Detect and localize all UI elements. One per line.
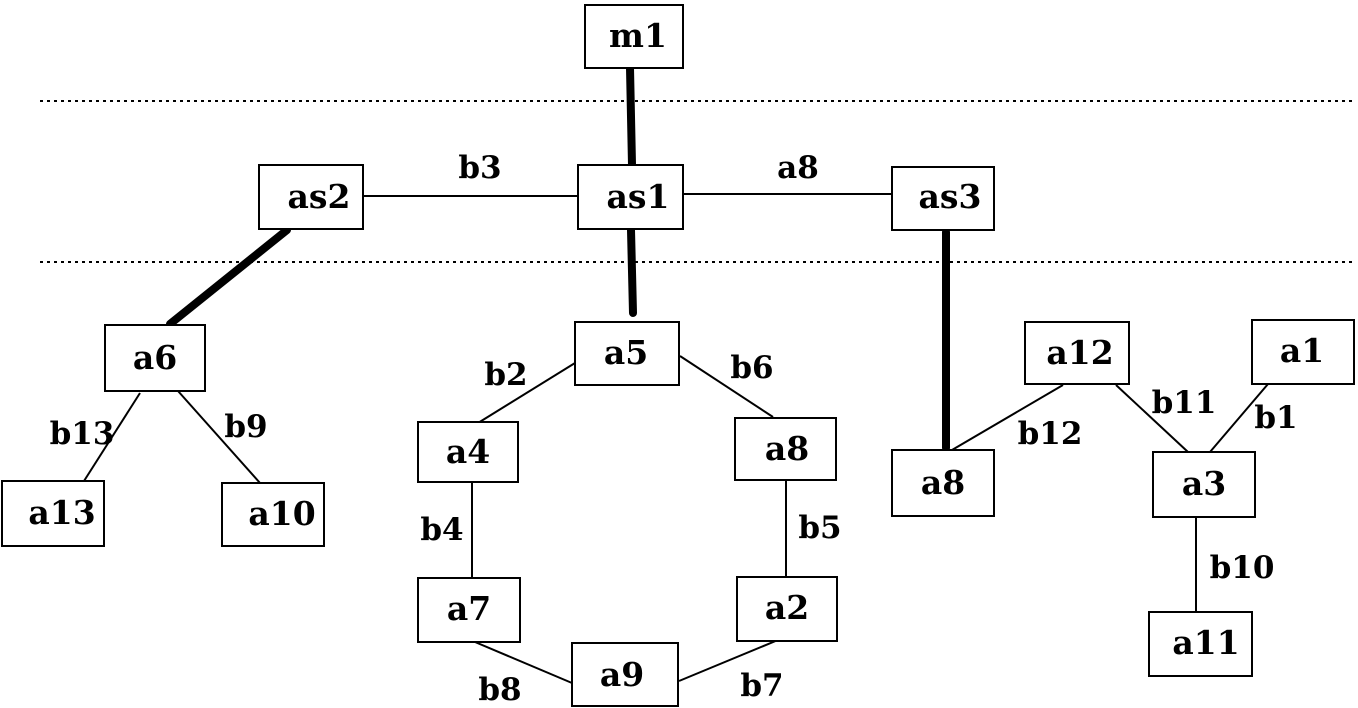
edge-label-b11: b11 — [1152, 385, 1217, 421]
node-a4[interactable]: a4 — [417, 421, 519, 483]
node-as3-label: as3 — [919, 177, 982, 216]
edge-m1-as1 — [626, 64, 636, 169]
node-a11-label: a11 — [1172, 623, 1239, 662]
edge-label-b9: b9 — [224, 409, 267, 445]
edge-label-b8: b8 — [478, 672, 521, 708]
node-a4-label: a4 — [446, 432, 490, 471]
edge-label-b10: b10 — [1210, 550, 1275, 586]
edge-a6-a10 — [177, 390, 261, 484]
edge-a5-a4 — [477, 362, 576, 424]
node-a13-label: a13 — [28, 493, 95, 532]
node-a6-label: a6 — [133, 338, 177, 377]
node-as1-label: as1 — [607, 177, 670, 216]
node-a5-label: a5 — [604, 333, 648, 372]
edge-label-b13: b13 — [50, 416, 115, 452]
node-a2-label: a2 — [765, 588, 809, 627]
node-a1-label: a1 — [1280, 331, 1324, 370]
edge-as1-a5 — [627, 226, 637, 317]
edge-a1-a3 — [1209, 383, 1269, 453]
edge-label-b2: b2 — [484, 357, 527, 393]
node-a8-branch-label: a8 — [921, 463, 965, 502]
node-a9[interactable]: a9 — [571, 642, 679, 707]
edge-label-a8: a8 — [777, 150, 819, 186]
edge-a12-a3 — [1115, 384, 1189, 453]
node-a7[interactable]: a7 — [417, 577, 521, 643]
node-a3-label: a3 — [1182, 464, 1226, 503]
node-a5[interactable]: a5 — [574, 321, 680, 386]
edge-label-b12: b12 — [1018, 416, 1083, 452]
node-m1-label: m1 — [609, 16, 667, 55]
node-a3[interactable]: a3 — [1152, 451, 1256, 518]
edge-label-b3: b3 — [458, 150, 501, 186]
node-a8-ring[interactable]: a8 — [734, 417, 837, 481]
edge-label-b5: b5 — [798, 510, 841, 546]
node-a10[interactable]: a10 — [221, 482, 325, 547]
node-as1[interactable]: as1 — [577, 164, 684, 230]
node-a6[interactable]: a6 — [104, 324, 206, 392]
edge-a8-a12 — [951, 384, 1064, 451]
node-a13[interactable]: a13 — [1, 480, 105, 547]
node-m1[interactable]: m1 — [584, 4, 684, 69]
edge-label-b6: b6 — [730, 350, 773, 386]
edge-a9-a2 — [678, 639, 779, 682]
node-a2[interactable]: a2 — [736, 576, 838, 642]
node-a11[interactable]: a11 — [1148, 611, 1253, 677]
edge-label-b7: b7 — [740, 668, 783, 704]
edge-a6-a13 — [83, 392, 141, 482]
node-a7-label: a7 — [447, 589, 491, 628]
edge-label-b1: b1 — [1254, 400, 1297, 436]
node-a9-label: a9 — [600, 655, 644, 694]
edge-as2-a6 — [166, 226, 291, 328]
edge-a5-a8 — [679, 355, 774, 418]
node-a10-label: a10 — [248, 494, 315, 533]
node-a12[interactable]: a12 — [1024, 321, 1130, 385]
node-a12-label: a12 — [1046, 333, 1113, 372]
node-as2[interactable]: as2 — [258, 164, 364, 230]
node-as2-label: as2 — [288, 177, 351, 216]
node-as3[interactable]: as3 — [891, 166, 995, 231]
edge-label-b4: b4 — [420, 512, 463, 548]
node-a8-ring-label: a8 — [765, 429, 809, 468]
node-a1[interactable]: a1 — [1251, 319, 1355, 385]
node-a8-branch[interactable]: a8 — [891, 449, 995, 517]
edge-a7-a9 — [474, 641, 573, 684]
